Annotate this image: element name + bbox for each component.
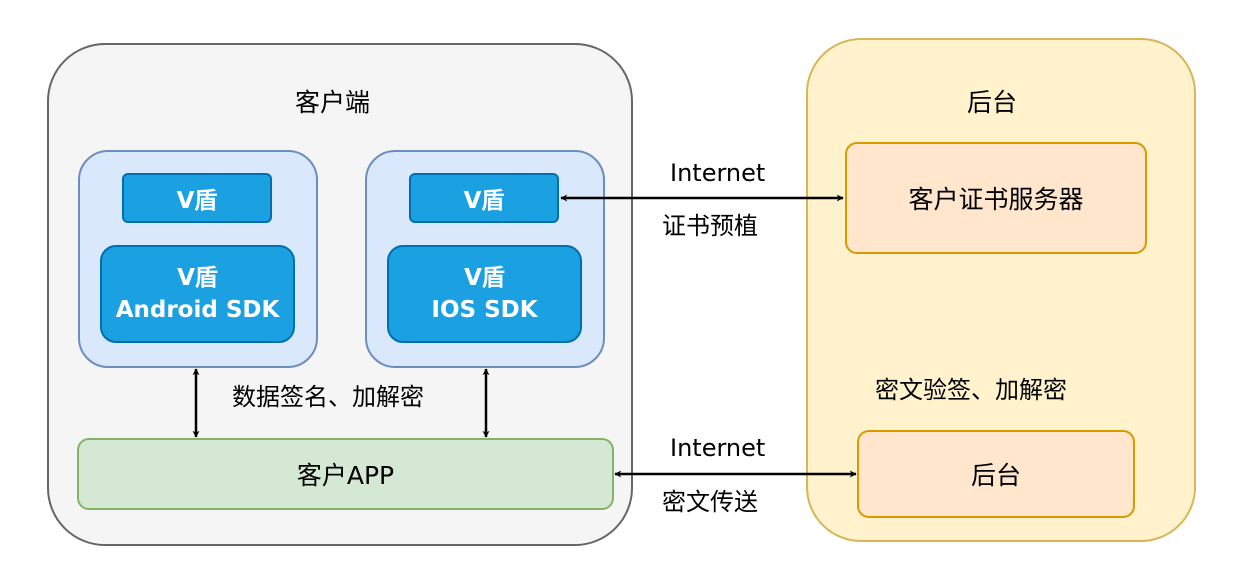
ios-vdun-box: V盾 <box>409 173 559 223</box>
ios-sdk-line1: V盾 <box>464 265 505 291</box>
verify-label: 密文验签、加解密 <box>875 376 1067 404</box>
android-vdun-box: V盾 <box>122 173 272 223</box>
top-link-label-cert: 证书预植 <box>662 212 758 240</box>
android-sdk-line1: V盾 <box>177 265 218 291</box>
android-sdk-box: V盾 Android SDK <box>100 245 295 343</box>
sdk-app-label: 数据签名、加解密 <box>232 383 424 411</box>
backend-title: 后台 <box>967 88 1018 117</box>
bottom-link-label-internet: Internet <box>670 434 766 462</box>
ios-sdk-box: V盾 IOS SDK <box>387 245 582 343</box>
bottom-link-label-transfer: 密文传送 <box>662 488 758 516</box>
cert-server-box: 客户证书服务器 <box>845 142 1147 254</box>
backend-box: 后台 <box>857 430 1135 518</box>
android-sdk-line2: Android SDK <box>115 297 280 323</box>
customer-app-box: 客户APP <box>77 438 614 510</box>
ios-sdk-line2: IOS SDK <box>431 297 538 323</box>
top-link-label-internet: Internet <box>670 159 766 187</box>
client-title: 客户端 <box>295 88 371 117</box>
